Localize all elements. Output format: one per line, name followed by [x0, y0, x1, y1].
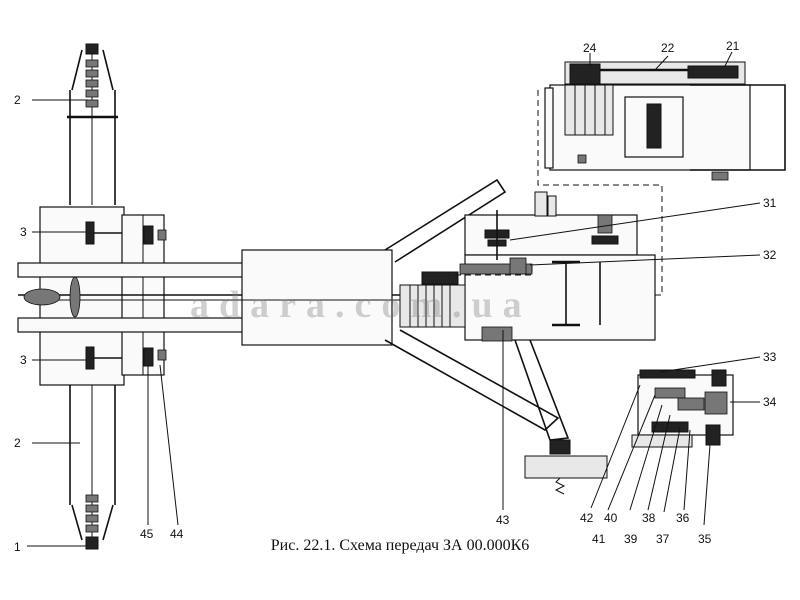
lower-chain [85, 494, 99, 533]
output-gearbox [631, 369, 734, 448]
label-1: 1 [14, 540, 21, 554]
label-38: 38 [642, 511, 656, 525]
figure-caption: Рис. 22.1. Схема передач ЗА 00.000К6 [270, 537, 530, 554]
label-39: 39 [624, 532, 638, 546]
center-sprocket [23, 276, 81, 318]
lower-sprocket [85, 346, 122, 370]
label-45: 45 [140, 527, 154, 541]
counterweight [524, 439, 608, 495]
left-upper-track [67, 43, 118, 205]
label-2-bottom: 2 [14, 436, 21, 450]
upper-sprocket [85, 221, 122, 245]
watermark: adara.com.ua [190, 284, 532, 326]
leader-lines [27, 51, 761, 547]
motor-fins [409, 285, 451, 327]
left-lower-track [69, 385, 116, 550]
label-42: 42 [580, 511, 594, 525]
top-motor-fins [574, 85, 606, 135]
central-gearbox [459, 191, 656, 341]
diagonal-braces [384, 178, 570, 441]
label-34: 34 [763, 395, 777, 409]
label-43: 43 [496, 513, 510, 527]
label-37: 37 [656, 532, 670, 546]
label-40: 40 [604, 511, 618, 525]
label-24: 24 [583, 41, 597, 55]
label-3-bottom: 3 [20, 353, 27, 367]
label-35: 35 [698, 532, 712, 546]
label-36: 36 [676, 511, 690, 525]
label-21: 21 [726, 39, 740, 53]
label-3-top: 3 [20, 225, 27, 239]
top-drive-unit [544, 61, 786, 181]
dashed-connections [455, 90, 663, 296]
electric-motor [399, 271, 513, 342]
label-44: 44 [170, 527, 184, 541]
gear-stack-31 [484, 210, 510, 260]
label-31: 31 [763, 196, 777, 210]
label-22: 22 [661, 41, 675, 55]
callout-labels: 1 2 2 3 3 24 22 21 31 32 33 34 43 45 44 … [14, 39, 777, 554]
label-32: 32 [763, 248, 777, 262]
upper-chain [85, 59, 99, 108]
spring-gear [591, 214, 619, 245]
label-33: 33 [763, 350, 777, 364]
label-41: 41 [592, 532, 606, 546]
label-2-top: 2 [14, 93, 21, 107]
main-beam [17, 249, 470, 346]
